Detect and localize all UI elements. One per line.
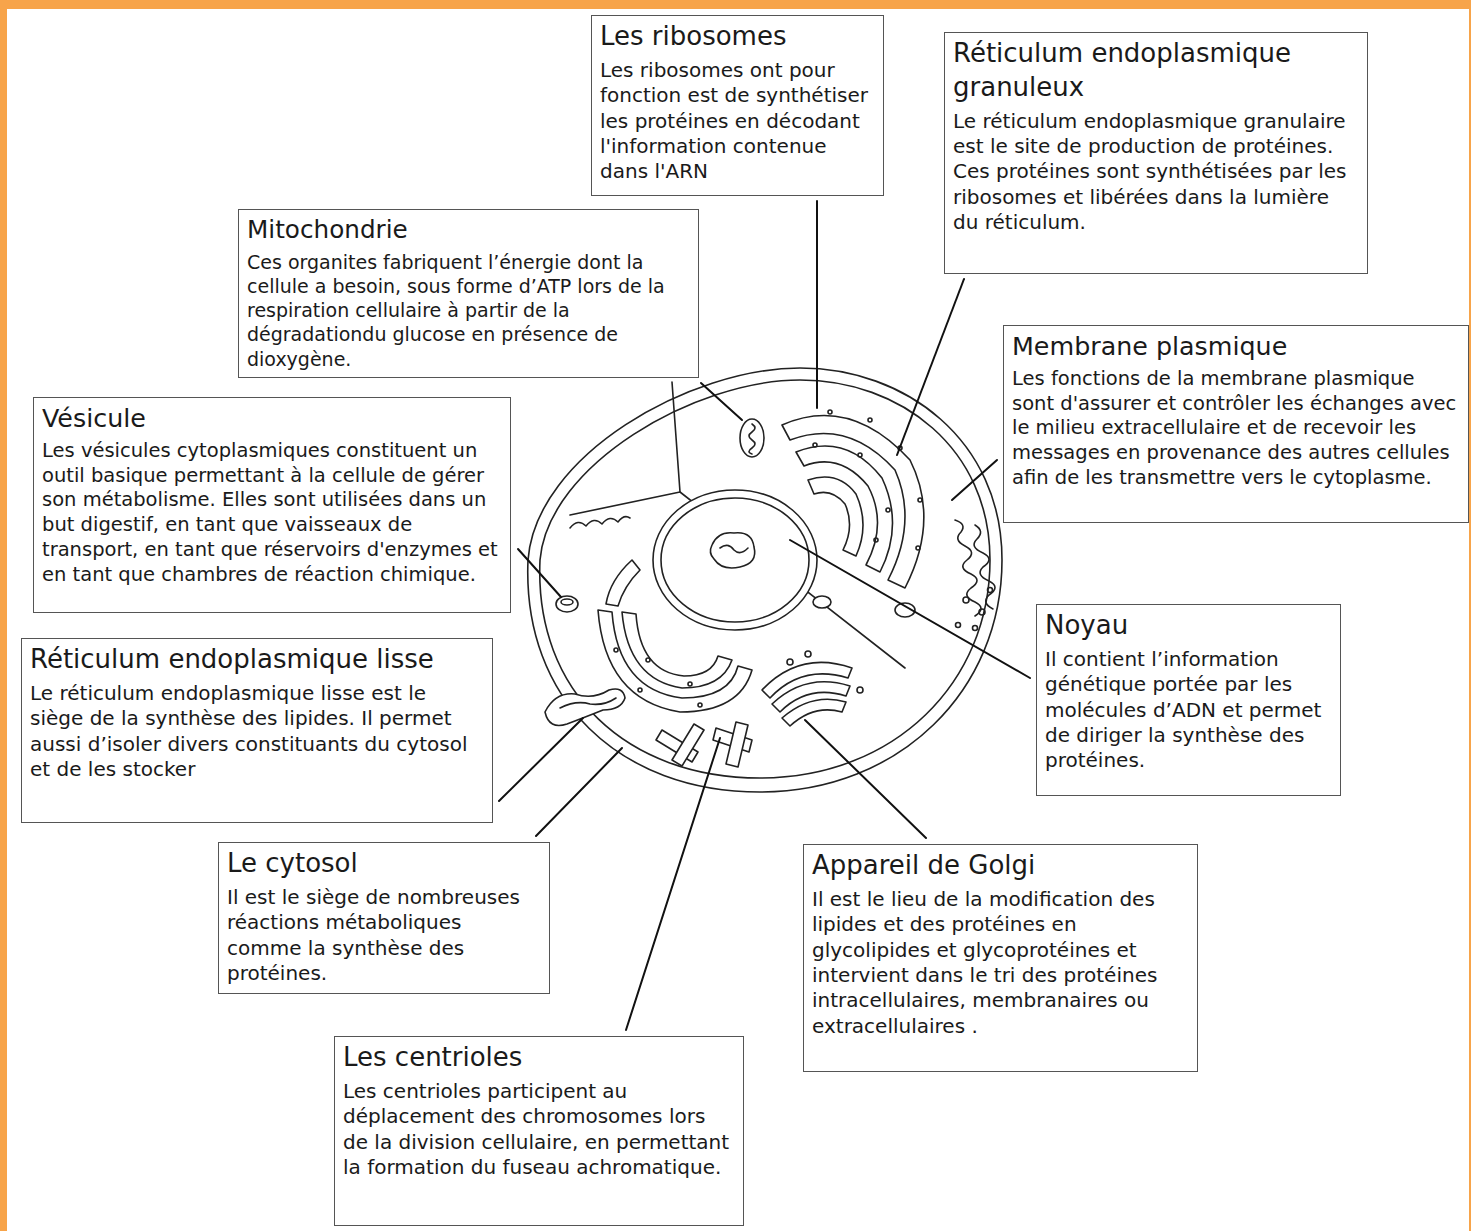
callout-box: Appareil de Golgi Il est le lieu de la mo…	[803, 844, 1198, 1072]
callout-heading: Membrane plasmique	[1012, 330, 1460, 363]
centriole	[656, 722, 752, 767]
rough-er	[598, 560, 752, 712]
callout-body: Il est le siège de nombreuses réactions …	[227, 885, 541, 987]
leader-line	[790, 540, 1030, 678]
callout-body: Les fonctions de la membrane plasmique s…	[1012, 367, 1460, 491]
leader-line	[626, 738, 720, 1030]
leader-line	[897, 279, 964, 455]
callout-heading: Réticulum endoplasmique lisse	[30, 643, 484, 677]
callout-heading: Vésicule	[42, 402, 502, 435]
callout-body: Il contient l’information génétique port…	[1045, 647, 1332, 774]
callout-box: Les ribosomesLes ribosomes ont pour fonc…	[591, 15, 884, 196]
leader-line	[805, 720, 926, 838]
callout-heading: Les ribosomes	[600, 20, 875, 54]
callout-heading: Les centrioles	[343, 1041, 735, 1075]
microvilli	[955, 520, 981, 616]
callout-box: MitochondrieCes organites fabriquent l’é…	[238, 209, 699, 378]
callout-heading: Réticulum endoplasmique granuleux	[953, 37, 1359, 105]
callout-box: Réticulum endoplasmique lisse Le réticulu…	[21, 638, 493, 823]
callout-body: Le réticulum endoplasmique granulaire es…	[953, 109, 1359, 236]
callout-box: Membrane plasmiqueLes fonctions de la me…	[1003, 325, 1469, 523]
callout-body: Ces organites fabriquent l’énergie dont …	[247, 250, 690, 371]
callout-box: VésiculeLes vésicules cytoplasmiques con…	[33, 397, 511, 613]
nucleolus	[710, 533, 754, 568]
callout-box: Les centriolesLes centrioles participent…	[334, 1036, 744, 1226]
nucleus	[653, 490, 817, 630]
mitochondrion	[740, 419, 764, 457]
callout-body: Les centrioles participent au déplacemen…	[343, 1079, 735, 1181]
leader-line	[518, 549, 561, 597]
callout-body: Le réticulum endoplasmique lisse est le …	[30, 681, 484, 783]
callout-box: Le cytosol Il est le siège de nombreuses …	[218, 842, 550, 994]
cut-plane	[570, 382, 680, 515]
callout-box: Noyau Il contient l’information génétique…	[1036, 604, 1341, 796]
callout-heading: Mitochondrie	[247, 214, 690, 246]
membrane-fold	[570, 517, 630, 528]
vesicle	[813, 596, 831, 608]
leader-line	[816, 201, 818, 408]
callout-heading: Noyau	[1045, 609, 1332, 643]
callout-body: Les vésicules cytoplasmiques constituent…	[42, 439, 502, 588]
callout-body: Il est le lieu de la modification des li…	[812, 887, 1189, 1039]
callout-heading: Appareil de Golgi	[812, 849, 1189, 883]
leader-line	[499, 718, 583, 801]
callout-box: Réticulum endoplasmique granuleuxLe réti…	[944, 32, 1368, 274]
leader-line	[952, 460, 997, 500]
vesicle	[556, 596, 578, 612]
microvilli	[974, 525, 995, 609]
callout-heading: Le cytosol	[227, 847, 541, 881]
leader-line	[701, 383, 742, 420]
smooth-er	[545, 689, 625, 726]
golgi-apparatus	[762, 662, 852, 726]
cell-outline	[528, 368, 1002, 792]
callout-body: Les ribosomes ont pour fonction est de s…	[600, 58, 875, 185]
cell-inner-outline	[540, 380, 990, 778]
leader-line	[536, 748, 622, 836]
